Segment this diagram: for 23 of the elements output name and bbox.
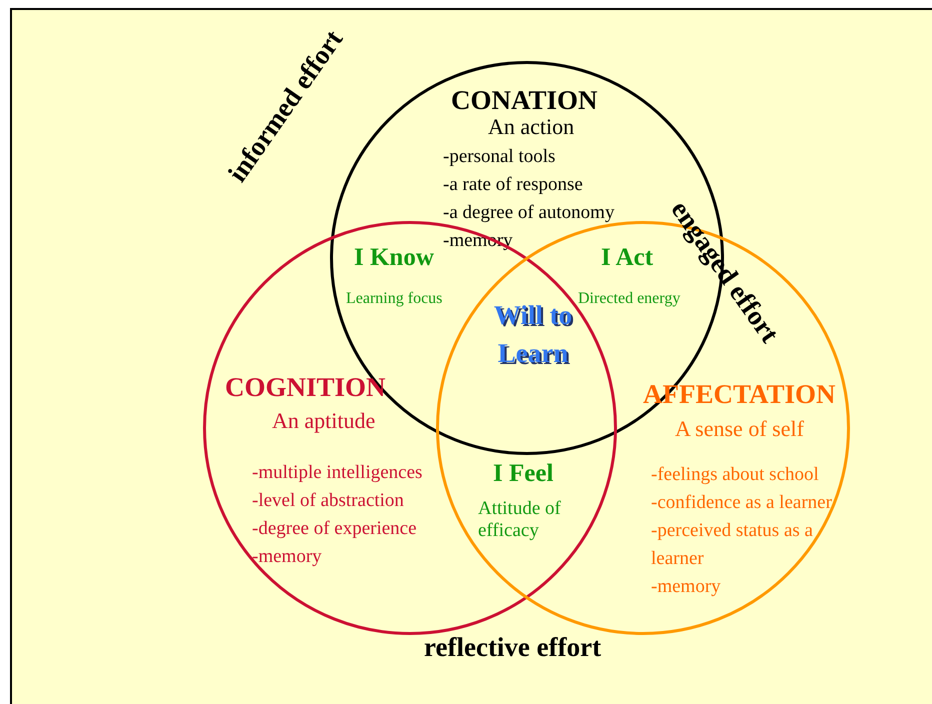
circle-heading: CONATION — [451, 85, 598, 116]
list-item: -a rate of response — [443, 174, 583, 196]
list-item: -memory — [252, 546, 322, 568]
region-heading: I Act — [601, 244, 654, 273]
list-item: -perceived status as a learner — [651, 519, 814, 571]
circle-subtitle: A sense of self — [675, 416, 804, 442]
center-label: Will to Learn — [492, 299, 574, 370]
list-item: -multiple intelligences — [252, 462, 422, 484]
list-item: -memory — [651, 575, 722, 599]
list-item: -confidence as a learner — [651, 491, 833, 515]
circle-subtitle: An aptitude — [272, 408, 376, 434]
region-text: Learning focus — [346, 290, 442, 308]
list-item: -feelings about school — [651, 463, 820, 487]
list-item: -level of abstraction — [252, 490, 404, 512]
region-heading: I Feel — [493, 460, 554, 489]
list-item: -degree of experience — [252, 518, 417, 540]
effort-label: reflective effort — [424, 632, 602, 664]
region-text: Directed energy — [578, 290, 680, 308]
region-heading: I Know — [354, 244, 434, 273]
list-item: -personal tools — [443, 146, 556, 168]
circle-subtitle: An action — [488, 114, 574, 140]
list-item: -a degree of autonomy — [443, 202, 614, 224]
region-text: Attitude of efficacy — [478, 498, 562, 542]
